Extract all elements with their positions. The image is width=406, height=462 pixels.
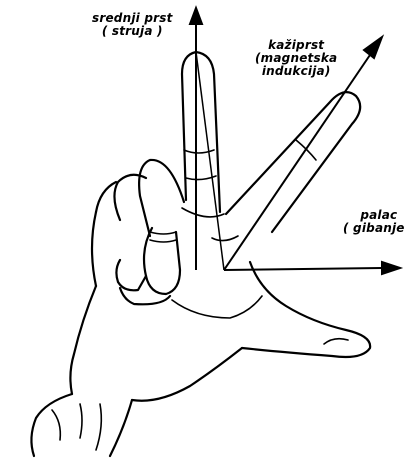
palm-and-curled-fingers — [92, 160, 238, 304]
magnetic-induction-vector-arrow — [224, 52, 372, 270]
sleeve-drawing — [31, 394, 132, 456]
middle-finger-meaning: ( struja ) — [92, 25, 173, 38]
construction-line-left — [196, 52, 224, 270]
index-finger-drawing — [226, 92, 360, 232]
middle-finger-drawing — [182, 52, 220, 212]
middle-finger-label: srednji prst ( struja ) — [92, 12, 173, 38]
motion-vector-arrow — [224, 268, 382, 270]
thumb-label: palac ( gibanje ) — [343, 209, 406, 235]
magnetic-induction-arrowhead — [364, 37, 382, 58]
index-finger-label: kažiprst (magnetska indukcija) — [255, 39, 337, 78]
current-arrowhead — [190, 8, 202, 24]
motion-arrowhead — [382, 262, 400, 274]
thumb-meaning: ( gibanje ) — [343, 222, 406, 235]
index-finger-meaning-line2: indukcija) — [255, 65, 337, 78]
thumb-drawing — [70, 262, 370, 401]
